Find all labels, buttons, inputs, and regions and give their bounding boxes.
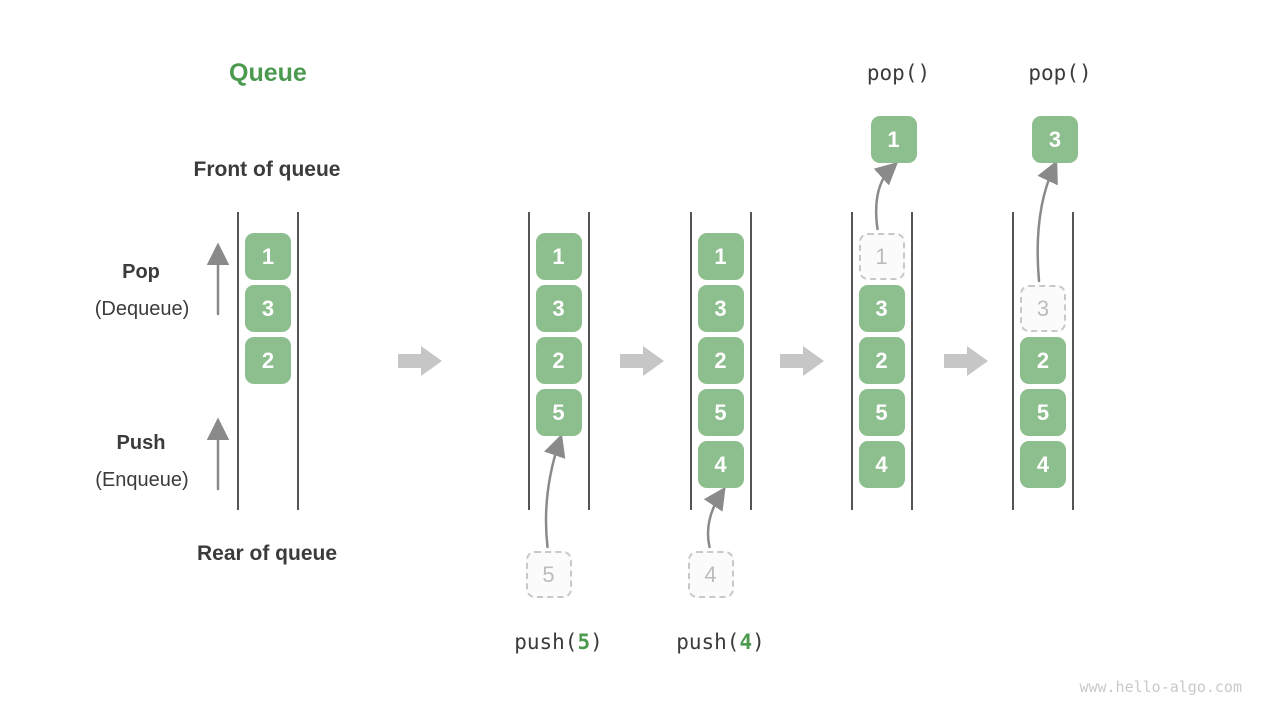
queue-element: 1: [245, 233, 291, 280]
queue-element: 1: [697, 233, 744, 280]
queue-element: 4: [697, 441, 744, 488]
queue-element: 3: [697, 285, 744, 332]
push-call-post: ): [590, 630, 603, 654]
page-title: Queue: [229, 59, 307, 87]
push-arrow: [544, 433, 566, 549]
queue-element: 1: [535, 233, 582, 280]
queue-element: 2: [858, 337, 905, 384]
queue-element-popped-placeholder: 3: [1020, 285, 1066, 332]
queue-element: 2: [245, 337, 291, 384]
push-call-value: 5: [577, 630, 591, 654]
queue-element: 5: [1020, 389, 1066, 436]
push-call-pre: push(: [676, 630, 740, 654]
enqueue-label: (Enqueue): [95, 469, 189, 491]
pop-call-label: pop(): [866, 61, 931, 85]
right-block-arrow-icon: [944, 346, 988, 376]
queue-element: 3: [245, 285, 291, 332]
queue-element: 2: [535, 337, 582, 384]
queue-rail-right: [587, 212, 590, 510]
push-call-label: push(4): [676, 630, 765, 654]
popped-element: 3: [1032, 116, 1078, 163]
queue-rail-right: [910, 212, 913, 510]
rear-of-queue-label: Rear of queue: [196, 542, 338, 565]
queue-rail-left: [237, 212, 239, 510]
queue-element: 3: [535, 285, 582, 332]
queue-element: 2: [697, 337, 744, 384]
staged-push-element: 4: [687, 551, 734, 598]
watermark: www.hello-algo.com: [1079, 678, 1242, 696]
right-block-arrow-icon: [398, 346, 442, 376]
queue-element: 5: [535, 389, 582, 436]
push-arrow: [703, 486, 726, 549]
pop-call-label: pop(): [1028, 61, 1092, 85]
push-call-label: push(5): [514, 630, 603, 654]
front-of-queue-label: Front of queue: [193, 158, 341, 181]
queue-rail-left: [1012, 212, 1014, 510]
push-label: Push: [116, 432, 166, 454]
right-block-arrow-icon: [780, 346, 824, 376]
queue-element: 4: [1020, 441, 1066, 488]
staged-push-element: 5: [525, 551, 572, 598]
queue-rail-right: [1072, 212, 1074, 510]
popped-element: 1: [870, 116, 917, 163]
queue-element: 5: [858, 389, 905, 436]
queue-rail-right: [749, 212, 752, 510]
push-call-pre: push(: [514, 630, 578, 654]
queue-element-popped-placeholder: 1: [858, 233, 905, 280]
queue-element: 2: [1020, 337, 1066, 384]
queue-element: 4: [858, 441, 905, 488]
queue-element: 5: [697, 389, 744, 436]
right-block-arrow-icon: [620, 346, 664, 376]
dequeue-label: (Dequeue): [94, 298, 190, 320]
queue-element: 3: [858, 285, 905, 332]
push-call-post: ): [752, 630, 765, 654]
pop-arrow: [873, 161, 899, 231]
queue-rail-left: [527, 212, 530, 510]
pop-label: Pop: [122, 261, 160, 283]
queue-rail-left: [689, 212, 692, 510]
queue-rail-right: [297, 212, 299, 510]
pop-arrow: [1036, 160, 1058, 283]
push-call-value: 4: [739, 630, 753, 654]
queue-rail-left: [850, 212, 853, 510]
